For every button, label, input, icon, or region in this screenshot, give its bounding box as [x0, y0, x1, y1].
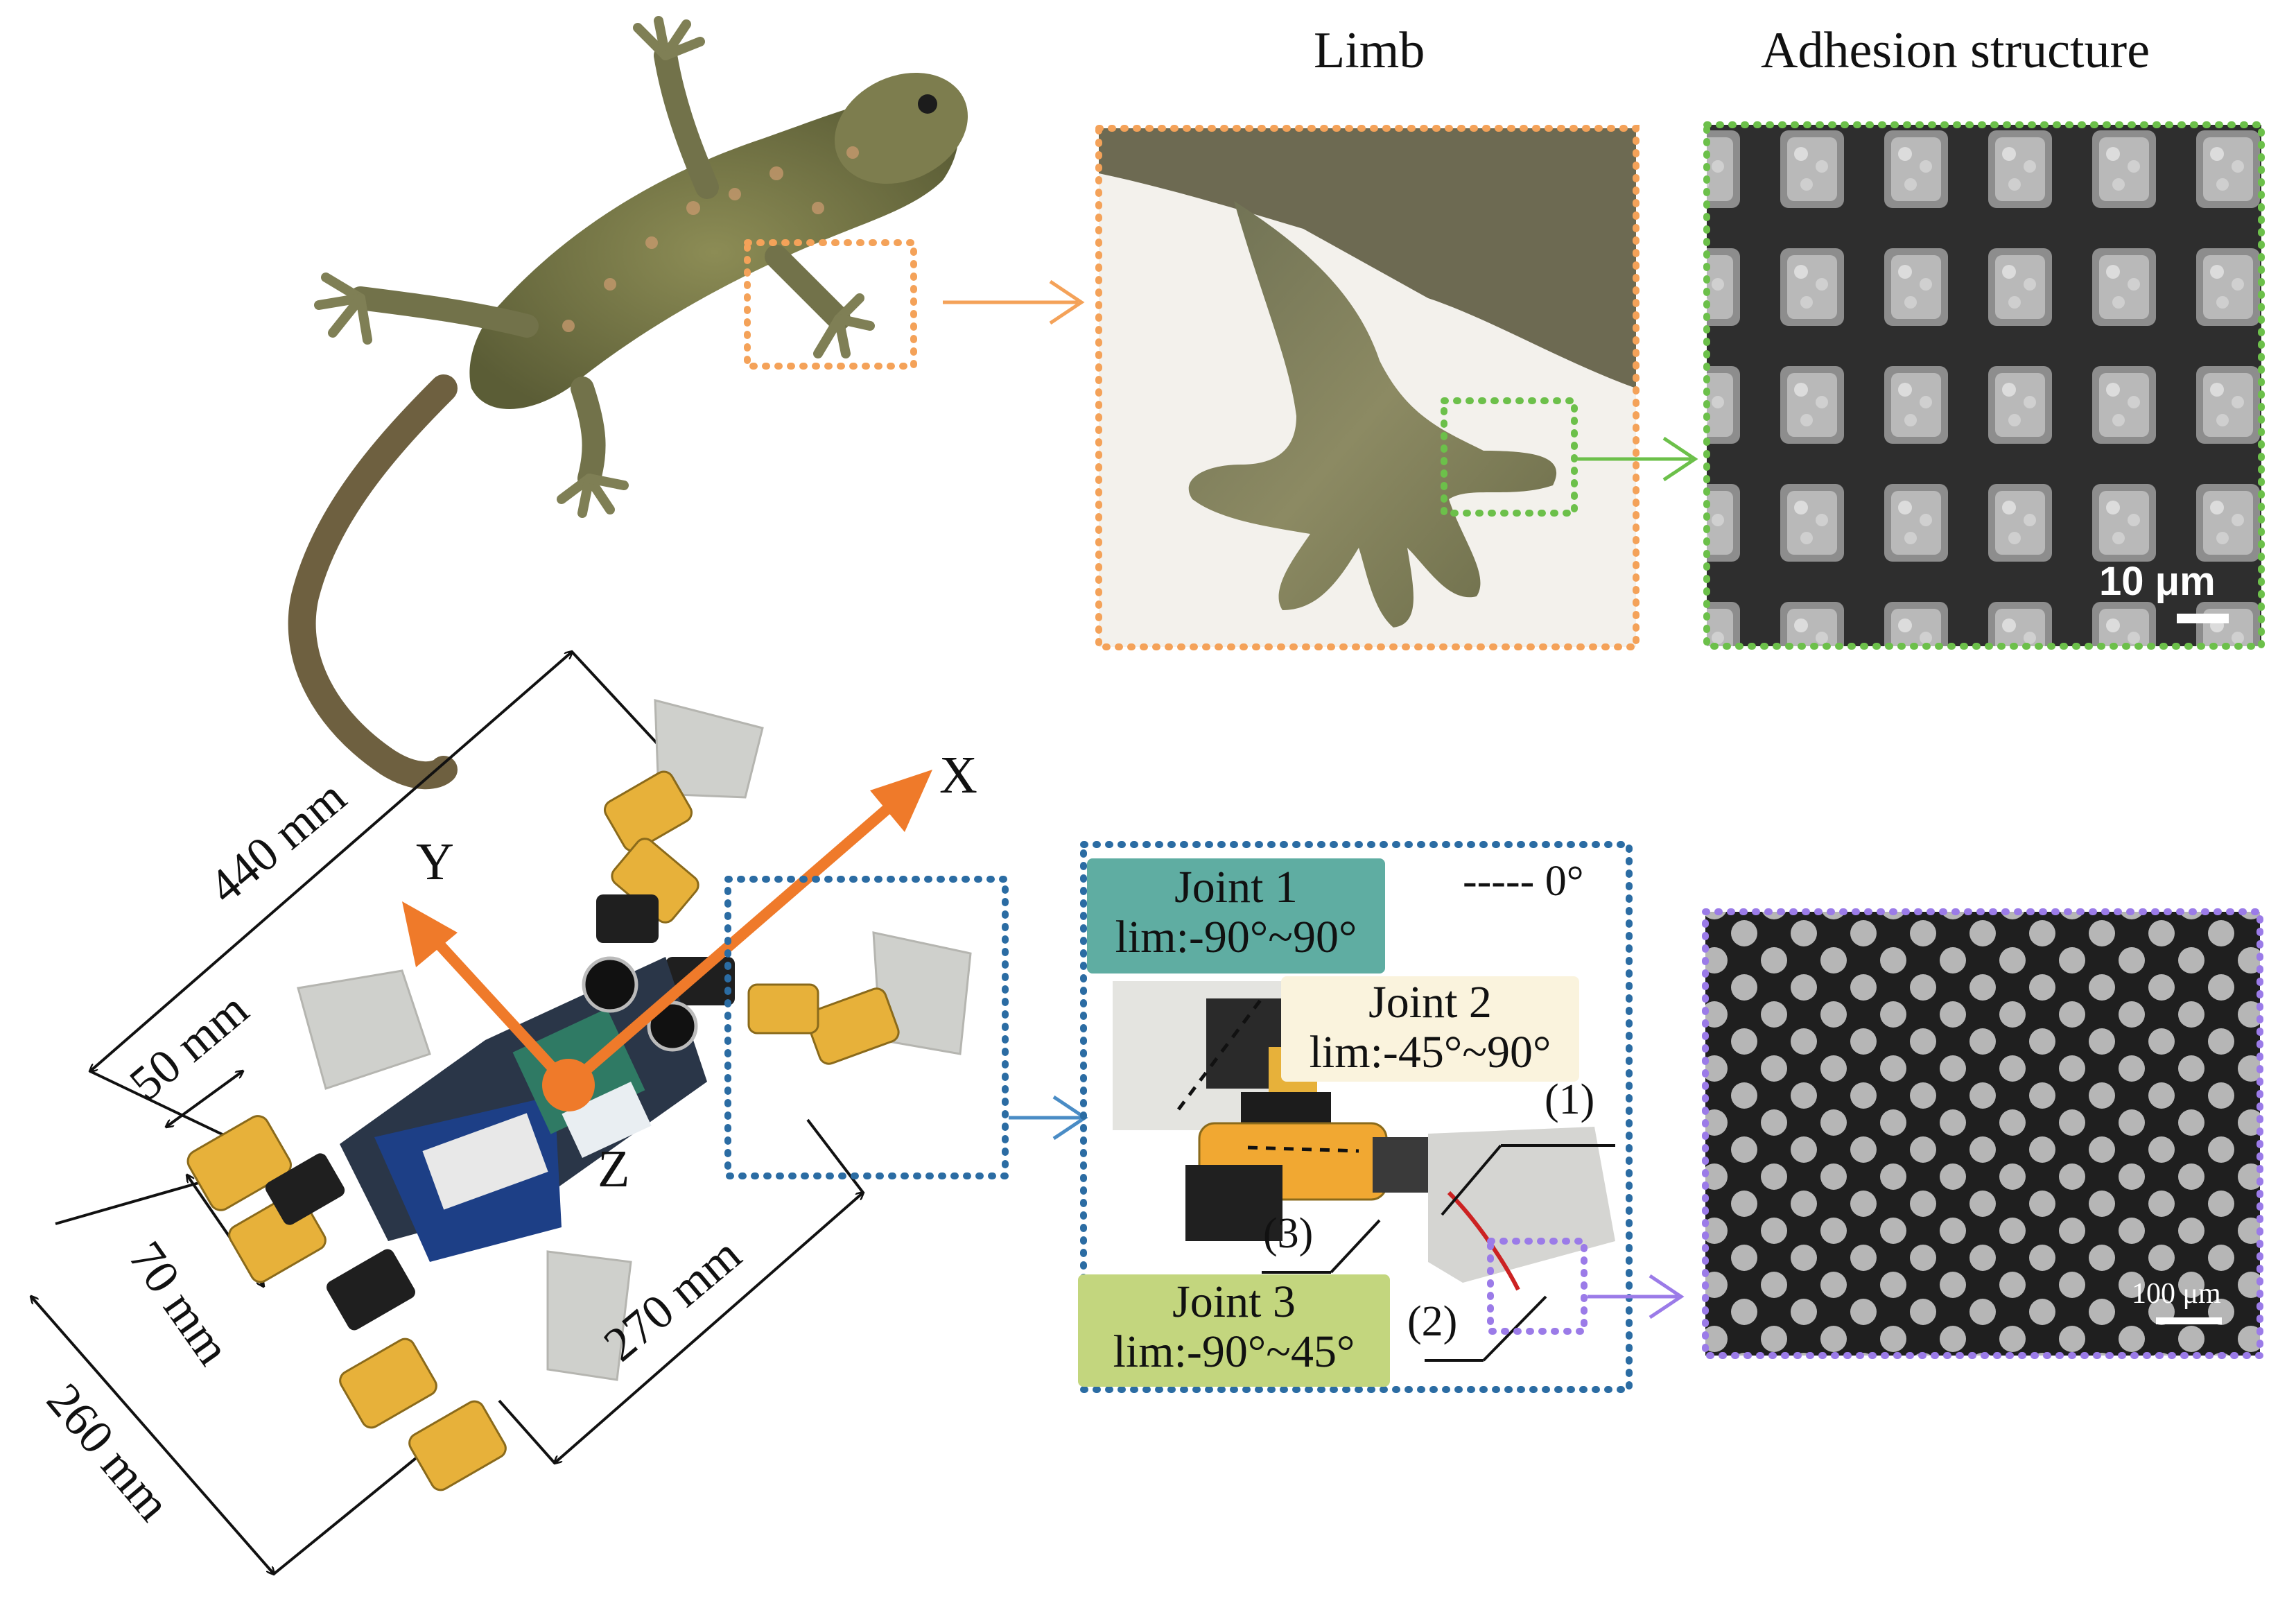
limb-heading: Limb: [1314, 22, 1425, 79]
joint-2-title: Joint 2: [1368, 977, 1492, 1028]
joint-1-limit: lim:-90°~90°: [1115, 912, 1357, 962]
part-label-2: (2): [1407, 1298, 1458, 1345]
pillar-micrograph: [1705, 912, 2260, 1356]
setae-box: [1703, 121, 2265, 650]
joint-3-limit: lim:-90°~45°: [1113, 1326, 1355, 1377]
part-label-3: (3): [1263, 1210, 1314, 1257]
robot-leg-box: [724, 876, 1009, 1179]
toe-box: [1441, 397, 1578, 517]
gecko-image: [288, 16, 968, 790]
leg-detail-box: [1080, 841, 1633, 1393]
joint-3-title: Joint 3: [1172, 1277, 1296, 1327]
axis-z-label: Z: [598, 1140, 630, 1198]
purple-arrow: [1588, 1274, 1685, 1319]
pillar-scale-bar: [2156, 1317, 2222, 1324]
limb-box: [1095, 125, 1640, 650]
pad-box: [1487, 1238, 1588, 1335]
joint-2-limit: lim:-45°~90°: [1309, 1027, 1551, 1078]
gecko-foot-box: [744, 239, 917, 370]
joint-2-box: Joint 2 lim:-45°~90°: [1281, 976, 1579, 1082]
green-arrow: [1577, 436, 1698, 482]
limb-photo: [1099, 128, 1636, 647]
adhesion-heading: Adhesion structure: [1761, 22, 2150, 79]
joint-1-title: Joint 1: [1174, 862, 1298, 912]
setae-scale-bar: [2177, 614, 2229, 623]
leg-photo: [1113, 981, 1615, 1291]
axis-y-label: Y: [416, 833, 454, 891]
joint-3-box: Joint 3 lim:-90°~45°: [1078, 1274, 1390, 1387]
blue-arrow: [1009, 1095, 1088, 1141]
pillar-box: [1702, 908, 2263, 1359]
setae-scale-label: 10 μm: [2099, 559, 2216, 604]
part-label-1: (1): [1545, 1076, 1595, 1123]
axis-x-label: X: [939, 746, 977, 804]
axis-arrows: [402, 770, 932, 1111]
robot-image: [186, 699, 972, 1491]
joint-1-box: Joint 1 lim:-90°~90°: [1087, 858, 1385, 973]
orange-arrow: [943, 279, 1085, 325]
pillar-scale-label: 100 μm: [2132, 1278, 2221, 1310]
setae-micrograph: [1707, 125, 2261, 646]
zero-angle-legend: ----- 0°: [1463, 858, 1584, 905]
